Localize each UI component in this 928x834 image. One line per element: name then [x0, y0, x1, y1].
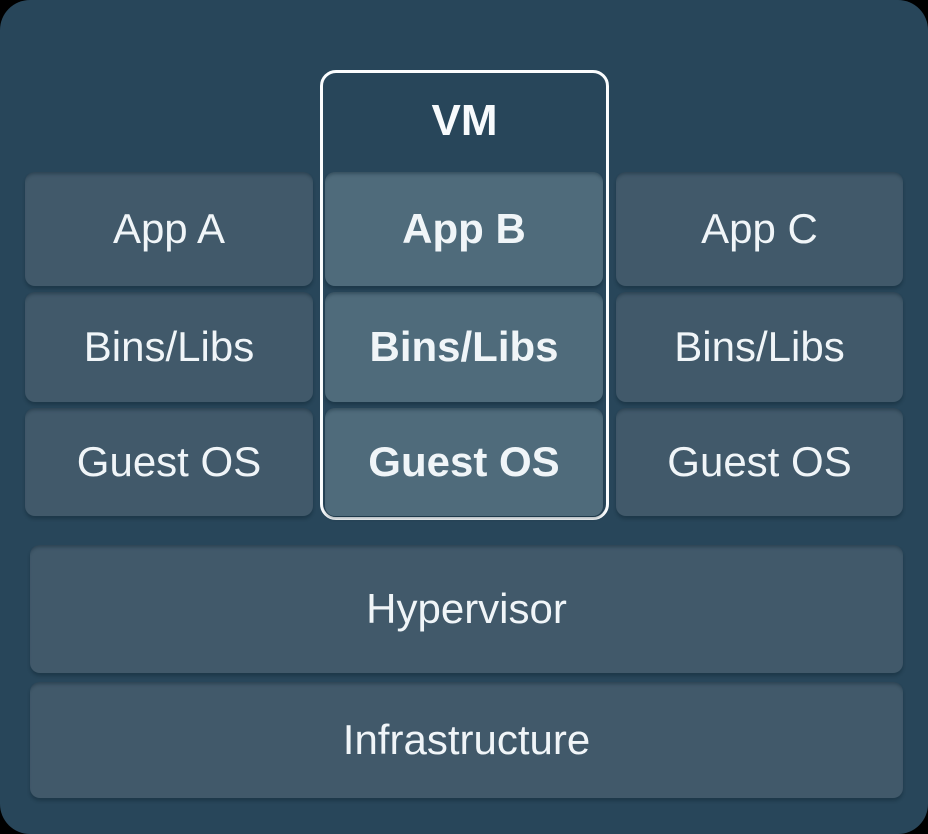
cell-bins-libs-vm: Bins/Libs — [325, 292, 603, 402]
cell-guest-os-vm: Guest OS — [325, 408, 603, 516]
cell-guest-os-a: Guest OS — [25, 408, 313, 516]
layer-hypervisor: Hypervisor — [30, 545, 903, 673]
cell-bins-libs-a: Bins/Libs — [25, 292, 313, 402]
cell-bins-libs-c: Bins/Libs — [616, 292, 903, 402]
layer-infrastructure: Infrastructure — [30, 682, 903, 798]
cell-app-a: App A — [25, 172, 313, 286]
vm-title: VM — [431, 96, 498, 145]
cell-app-b: App B — [325, 172, 603, 286]
cell-app-c: App C — [616, 172, 903, 286]
cell-guest-os-c: Guest OS — [616, 408, 903, 516]
